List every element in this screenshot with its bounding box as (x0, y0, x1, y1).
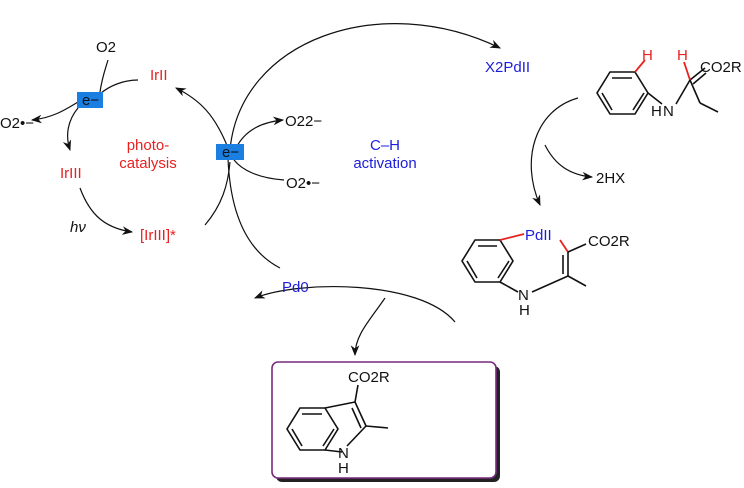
o2-in-label: O2 (96, 39, 116, 56)
hv-label: hν (70, 219, 86, 236)
electron-box-left (77, 92, 103, 108)
intermediate-n-h: H (519, 302, 530, 319)
ch-activation-label-1: C–H (370, 137, 400, 154)
arc-box-to-superoxide (30, 101, 79, 124)
arc-to-o2-2minus (235, 116, 285, 149)
intermediate-n: N (518, 287, 529, 304)
arc-to-ir-ii (175, 87, 229, 149)
substrate-h2: H (677, 47, 688, 64)
product-structure (286, 384, 389, 453)
substrate-n-h: H (651, 103, 662, 120)
photocatalysis-label-2: catalysis (119, 155, 177, 172)
substrate-n: N (663, 103, 674, 120)
photocatalysis-label-1: photo- (127, 137, 170, 154)
x2pd-label: X2PdII (485, 59, 530, 76)
arc-from-superoxide (233, 159, 285, 181)
arc-to-x2pd (229, 23, 501, 151)
arc-box-to-ir-iii (62, 107, 79, 152)
ch-activation-label-2: activation (353, 155, 416, 172)
electron-box-center (216, 144, 244, 160)
substrate-structure (596, 59, 719, 115)
pd0-label: Pd0 (282, 279, 309, 296)
electron-label-center: e− (222, 144, 239, 161)
pd-ii-ring-label: PdII (525, 227, 552, 244)
arc-ir-iii-to-excited (79, 187, 134, 235)
product-ester: CO2R (348, 369, 390, 386)
product-frame (271, 361, 497, 479)
peroxide-label: O22− (285, 113, 322, 130)
arc-2hx (544, 144, 594, 181)
arc-to-product (350, 297, 386, 357)
superoxide-in-label: O2•− (286, 175, 320, 192)
superoxide-out-label: O2•− (0, 115, 34, 132)
product-n-h: H (338, 460, 349, 477)
substrate-h1: H (642, 47, 653, 64)
product-n: N (338, 445, 349, 462)
ir-iii-label: IrIII (60, 165, 82, 182)
arc-from-ir-excited (204, 161, 231, 226)
arc-o2-in (99, 59, 109, 93)
intermediate-ester: CO2R (588, 233, 630, 250)
intermediate-structure (461, 233, 587, 293)
arc-to-pd0 (227, 157, 281, 269)
byproduct-label: 2HX (596, 170, 625, 187)
ir-excited-label: [IrIII]* (140, 227, 176, 244)
electron-label-left: e− (82, 92, 99, 109)
arc-substrate-to-intermediate (530, 97, 579, 206)
substrate-ester: CO2R (700, 59, 742, 76)
arc-ir-ii-to-box (99, 79, 139, 95)
arc-from-pd0 (253, 285, 456, 323)
ir-ii-label: IrII (150, 67, 168, 84)
